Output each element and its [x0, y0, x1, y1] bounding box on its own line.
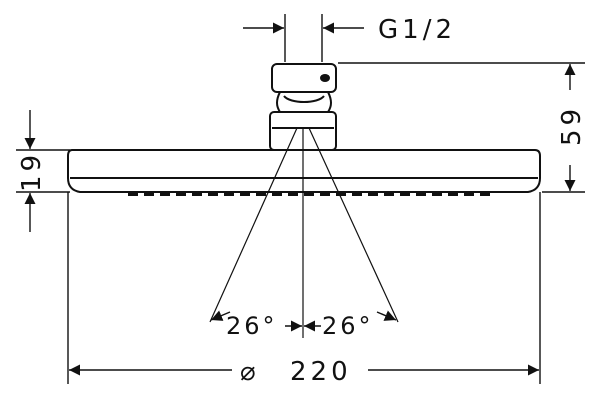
angle-arrow-left: [210, 310, 231, 321]
height-dimension: [338, 62, 585, 193]
connector-nut-detail: [320, 74, 330, 82]
spray-nozzle: [128, 192, 138, 196]
angle-right-label: 26°: [322, 312, 374, 340]
spray-nozzle: [208, 192, 218, 196]
swivel-joint-inner: [283, 95, 325, 103]
spray-nozzle: [384, 192, 394, 196]
angle-left-label: 26°: [226, 312, 278, 340]
spray-nozzles: [128, 192, 490, 196]
spray-nozzle: [256, 192, 266, 196]
angle-arrow-right: [376, 310, 397, 321]
spray-nozzle: [480, 192, 490, 196]
thread-dimension: [243, 14, 364, 62]
spray-nozzle: [240, 192, 250, 196]
spray-nozzle: [224, 192, 234, 196]
spray-nozzle: [304, 192, 314, 196]
thickness-label: 19: [17, 151, 47, 192]
connector-top-nut: [271, 63, 337, 93]
spray-nozzle: [288, 192, 298, 196]
spray-nozzle: [416, 192, 426, 196]
diameter-dimension: [67, 192, 541, 384]
thickness-dimension: [16, 110, 70, 232]
height-label: 59: [557, 105, 587, 146]
spray-nozzle: [320, 192, 330, 196]
spray-nozzle: [160, 192, 170, 196]
angle-dimension: [210, 310, 397, 332]
shower-plate: [67, 149, 541, 193]
spray-nozzle: [432, 192, 442, 196]
spray-angle-line-left: [209, 127, 298, 323]
spray-nozzle: [144, 192, 154, 196]
diameter-label: 220: [290, 357, 352, 387]
spray-nozzle: [448, 192, 458, 196]
spray-nozzle: [400, 192, 410, 196]
spray-nozzle: [464, 192, 474, 196]
shower-head-body: [67, 63, 541, 193]
diameter-symbol: ⌀: [240, 357, 260, 387]
construction-lines: [209, 127, 399, 338]
spray-nozzle: [352, 192, 362, 196]
spray-nozzle: [368, 192, 378, 196]
spray-nozzle: [192, 192, 202, 196]
spray-angle-line-right: [308, 127, 399, 323]
spray-nozzle: [336, 192, 346, 196]
thread-size-label: G1/2: [378, 15, 456, 45]
spray-nozzle: [272, 192, 282, 196]
spray-nozzle: [176, 192, 186, 196]
